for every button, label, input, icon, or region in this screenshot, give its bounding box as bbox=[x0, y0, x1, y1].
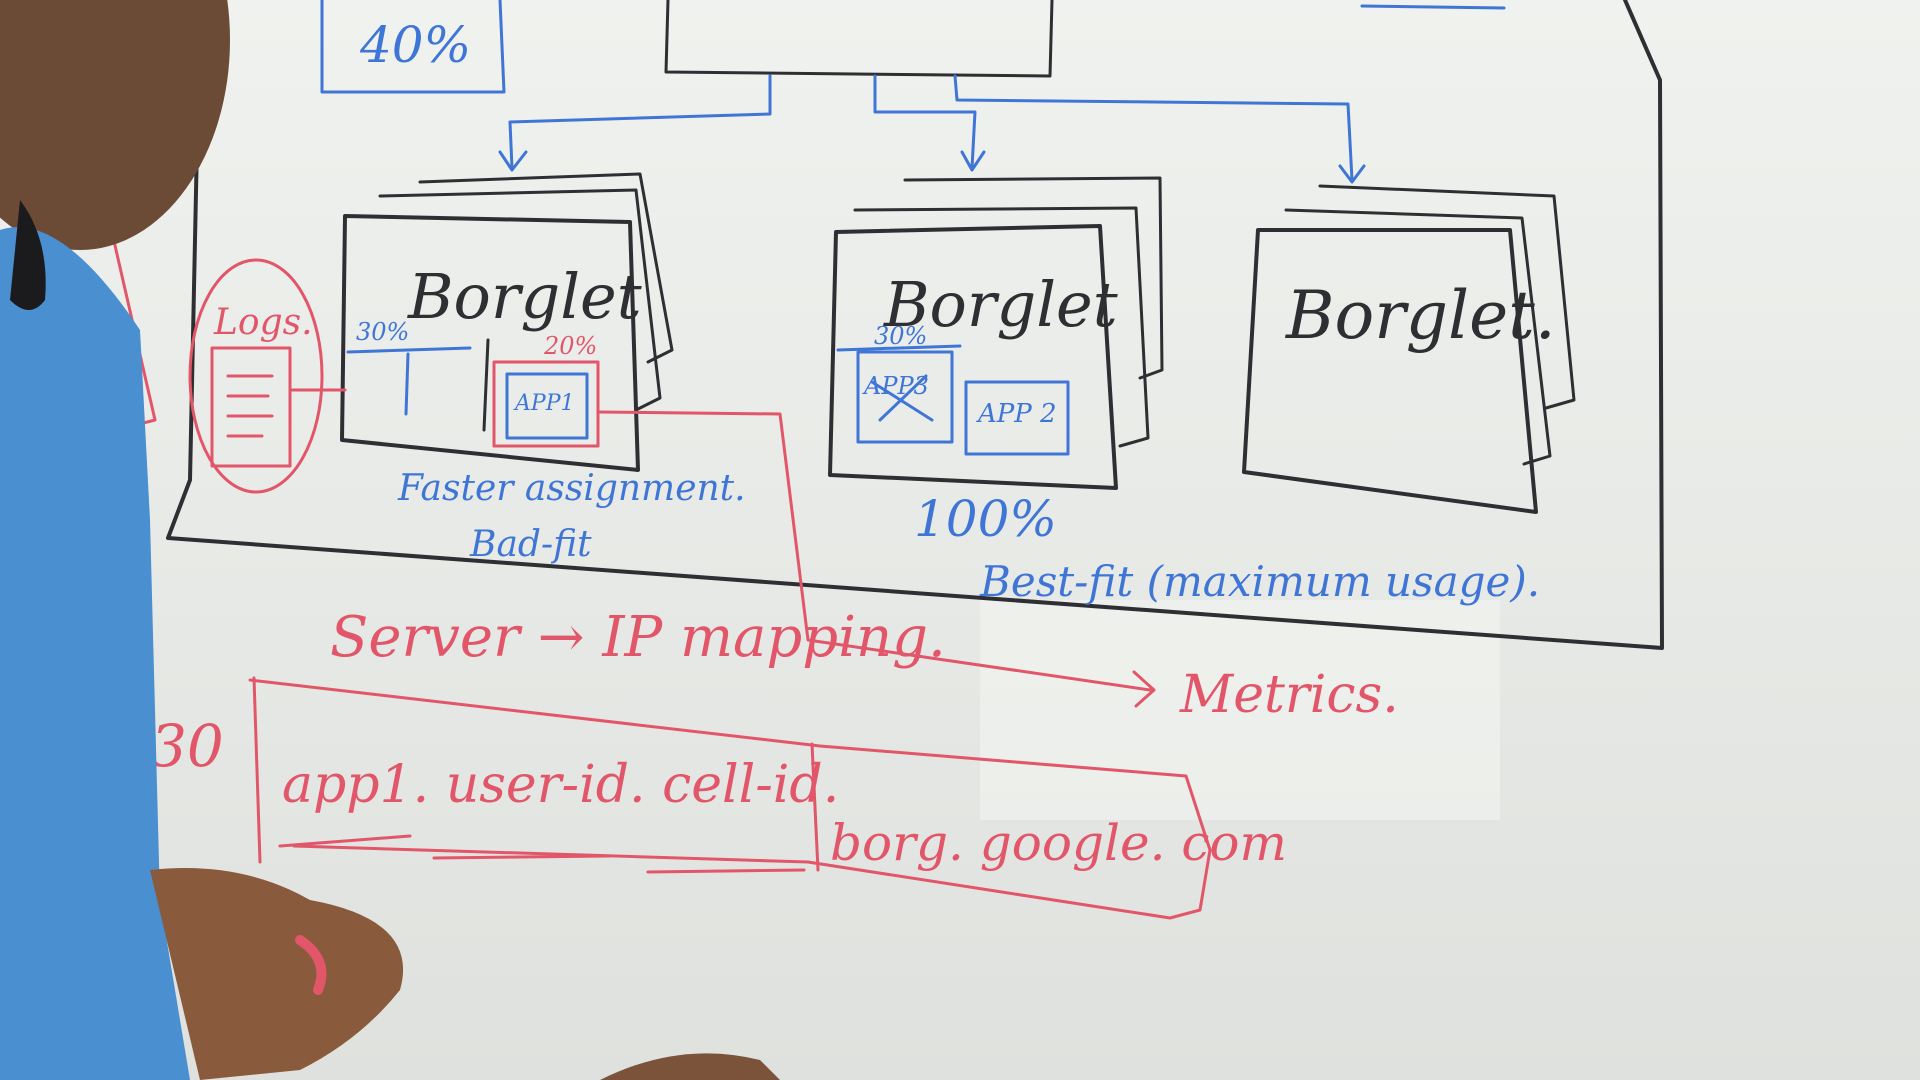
metrics-arrowhead bbox=[1132, 670, 1156, 708]
borglet-1-caption-2: Bad-fit bbox=[469, 524, 592, 565]
mapping-address-part-1: app1. user-id. cell-id. bbox=[282, 755, 839, 815]
presenter-microphone bbox=[10, 200, 46, 310]
logs-label: Logs. bbox=[213, 302, 313, 343]
mapping-title: Server → IP mapping. bbox=[330, 605, 946, 670]
logs-collector bbox=[188, 258, 347, 494]
borglet-1-caption-1: Faster assignment. bbox=[397, 468, 746, 509]
borglet-1-app: APP1 bbox=[513, 391, 575, 416]
borglet-2-app-a: APP3 bbox=[862, 372, 929, 400]
best-fit-label: Best-fit (maximum usage). bbox=[979, 557, 1540, 606]
metrics-arrow bbox=[596, 410, 1152, 692]
presenter-other-hand bbox=[600, 1053, 780, 1080]
dispatch-arrows bbox=[498, 74, 1366, 184]
presenter-shirt bbox=[0, 227, 190, 1080]
board-glare bbox=[980, 600, 1500, 820]
presenter-hand bbox=[150, 868, 404, 1080]
borglet-2 bbox=[828, 176, 1164, 490]
presenter bbox=[0, 0, 780, 1080]
borglet-3-title: Borglet. bbox=[1285, 277, 1556, 354]
presenter-head bbox=[0, 0, 230, 250]
borglet-1-left-percent: 30% bbox=[356, 318, 409, 346]
borglet-2-caption: 100% bbox=[914, 490, 1057, 548]
percent-box bbox=[320, 0, 506, 94]
metrics-label: Metrics. bbox=[1179, 665, 1399, 725]
mapping-row-number: 30 bbox=[150, 712, 224, 780]
top-right-blue-stroke bbox=[1360, 4, 1506, 10]
mapping-address-part-2: borg. google. com bbox=[830, 814, 1287, 872]
red-marker-pen bbox=[295, 935, 327, 995]
borgmaster-box bbox=[664, 0, 1054, 78]
borglet-2-title: Borglet bbox=[883, 268, 1118, 341]
borglet-1-right-percent: 20% bbox=[543, 332, 597, 360]
mapping-table bbox=[248, 676, 1212, 920]
borglet-1-title: Borglet bbox=[407, 260, 642, 333]
top-percent-label: 40% bbox=[359, 16, 471, 74]
borglet-1 bbox=[340, 172, 674, 472]
borglet-2-app-b: APP 2 bbox=[976, 399, 1057, 429]
borglet-3 bbox=[1242, 184, 1576, 514]
borglet-2-percent: 30% bbox=[874, 322, 927, 350]
